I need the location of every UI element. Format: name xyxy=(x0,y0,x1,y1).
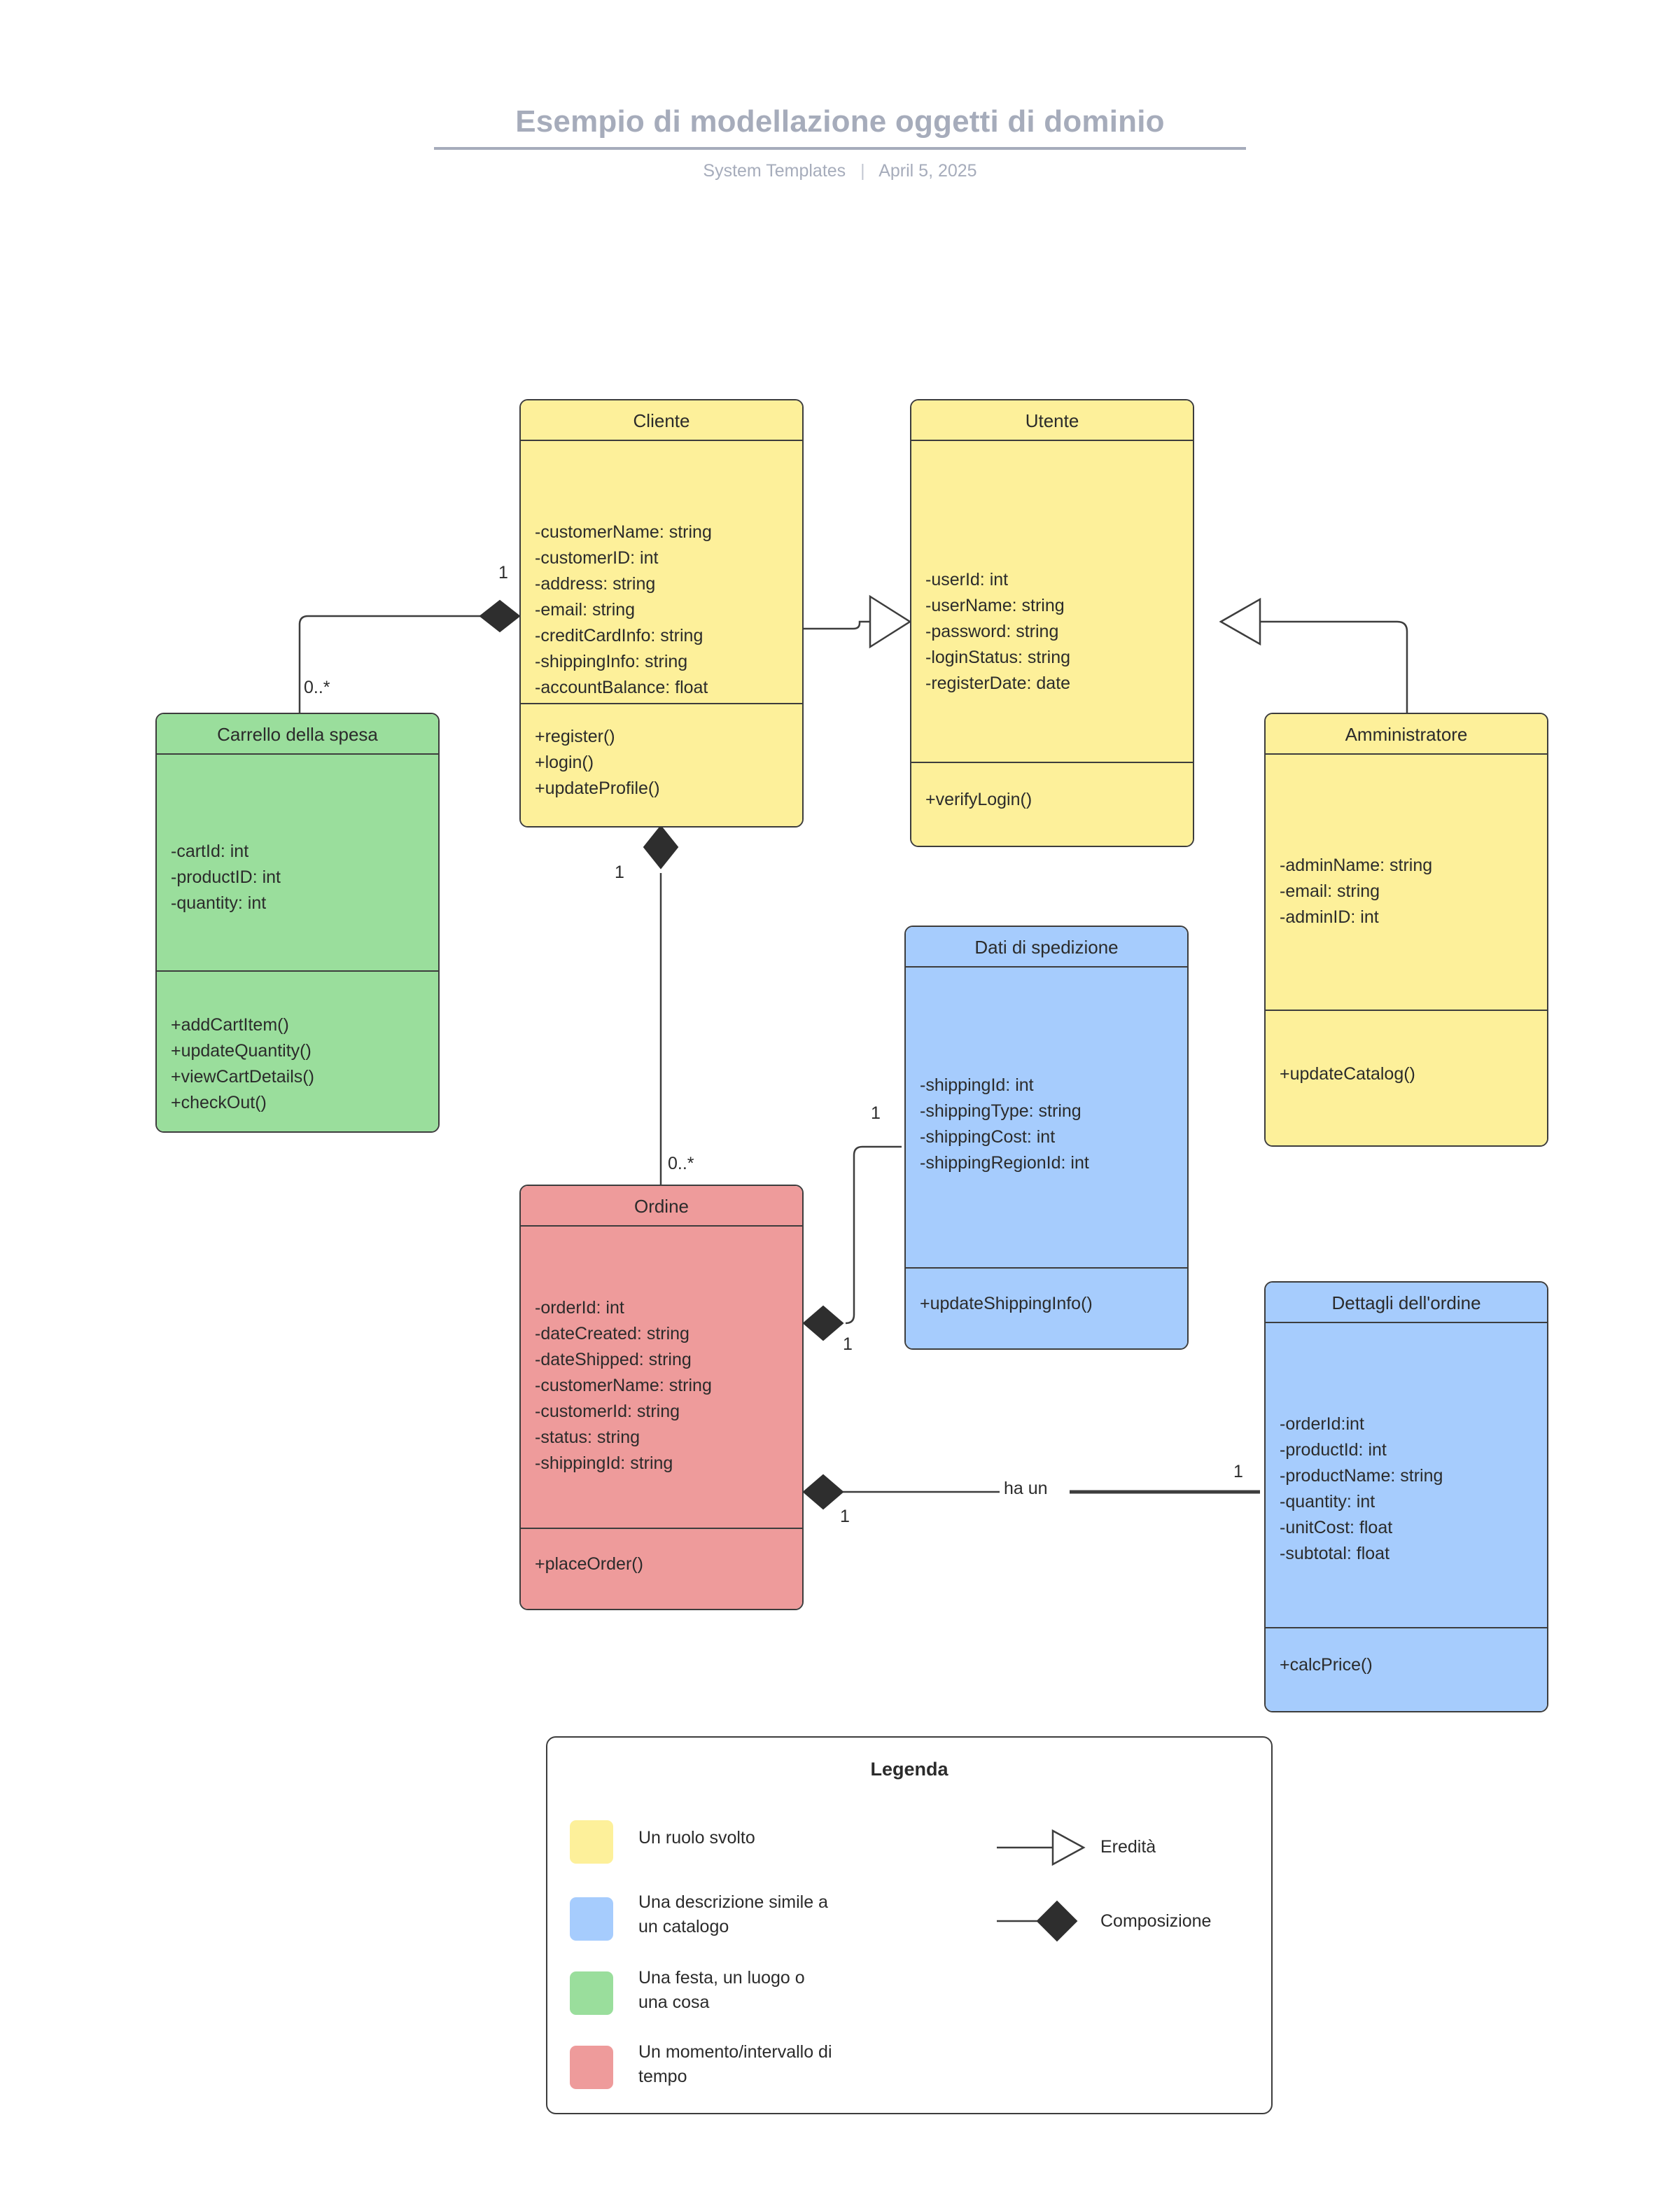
class-attributes-utente: -userId: int -userName: string -password… xyxy=(911,441,1193,763)
class-title-amministratore: Amministratore xyxy=(1266,714,1547,755)
legend-label-red: Un momento/intervallo di tempo xyxy=(638,2042,832,2086)
document-subtitle: System Templates | April 5, 2025 xyxy=(0,161,1680,181)
uml-class-dettagli-dell-ordine[interactable]: Dettagli dell'ordine -orderId:int -produ… xyxy=(1264,1281,1548,1712)
attribute-list: -shippingId: int -shippingType: string -… xyxy=(920,1075,1089,1173)
class-attributes-carrello: -cartId: int -productID: int -quantity: … xyxy=(157,755,438,972)
attribute-list: -cartId: int -productID: int -quantity: … xyxy=(171,842,281,913)
edge-label-ha-un: ha un xyxy=(1000,1479,1052,1499)
uml-class-carrello-della-spesa[interactable]: Carrello della spesa -cartId: int -produ… xyxy=(155,713,440,1133)
class-title-carrello: Carrello della spesa xyxy=(157,714,438,755)
legend-label-blue: Una descrizione simile a un catalogo xyxy=(638,1892,828,1936)
edge-cliente-carrello xyxy=(298,615,503,721)
inheritance-arrow-icon xyxy=(1219,597,1261,646)
edge-amministratore-utente xyxy=(1221,620,1408,713)
legend-swatch-yellow xyxy=(570,1820,613,1864)
attribute-list: -orderId: int -dateCreated: string -date… xyxy=(535,1298,712,1473)
class-title-utente: Utente xyxy=(911,400,1193,441)
operation-list: +updateCatalog() xyxy=(1280,1064,1415,1084)
title-divider xyxy=(434,147,1246,151)
class-operations-utente: +verifyLogin() xyxy=(911,763,1193,846)
multiplicity-cliente-carrello-target: 0..* xyxy=(304,678,330,697)
legend-swatch-red xyxy=(570,2046,613,2089)
class-attributes-dettagli: -orderId:int -productId: int -productNam… xyxy=(1266,1323,1547,1628)
attribute-list: -userId: int -userName: string -password… xyxy=(925,570,1071,693)
inheritance-arrow-icon xyxy=(1051,1829,1086,1866)
attribute-list: -adminName: string -email: string -admin… xyxy=(1280,856,1433,927)
multiplicity-ordine-spedizione-source: 1 xyxy=(843,1334,853,1354)
multiplicity-ordine-dettagli-target: 1 xyxy=(1233,1462,1243,1481)
class-operations-dettagli: +calcPrice() xyxy=(1266,1628,1547,1711)
multiplicity-cliente-ordine-source: 1 xyxy=(615,863,624,882)
uml-class-dati-di-spedizione[interactable]: Dati di spedizione -shippingId: int -shi… xyxy=(904,926,1189,1350)
legend-title: Legenda xyxy=(870,1759,948,1780)
document-header: Esempio di modellazione oggetti di domin… xyxy=(0,104,1680,181)
operation-list: +placeOrder() xyxy=(535,1554,643,1574)
class-operations-cliente: +register() +login() +updateProfile() xyxy=(521,704,802,826)
class-title-ordine: Ordine xyxy=(521,1186,802,1227)
class-attributes-ordine: -orderId: int -dateCreated: string -date… xyxy=(521,1227,802,1529)
multiplicity-cliente-ordine-target: 0..* xyxy=(668,1154,694,1173)
uml-class-cliente[interactable]: Cliente -customerName: string -customerI… xyxy=(519,399,804,828)
class-title-dettagli: Dettagli dell'ordine xyxy=(1266,1283,1547,1323)
class-operations-amministratore: +updateCatalog() xyxy=(1266,1011,1547,1145)
composition-diamond-icon xyxy=(802,1474,844,1510)
multiplicity-cliente-carrello-source: 1 xyxy=(498,563,508,582)
class-operations-carrello: +addCartItem() +updateQuantity() +viewCa… xyxy=(157,972,438,1131)
class-attributes-amministratore: -adminName: string -email: string -admin… xyxy=(1266,755,1547,1011)
legend-label-eredita: Eredità xyxy=(1100,1837,1156,1857)
inheritance-arrow-icon xyxy=(869,594,912,649)
multiplicity-ordine-dettagli-source: 1 xyxy=(840,1507,850,1526)
operation-list: +register() +login() +updateProfile() xyxy=(535,727,660,798)
document-date: April 5, 2025 xyxy=(878,161,977,181)
edge-ordine-spedizione xyxy=(845,1145,902,1325)
subtitle-separator: | xyxy=(860,161,865,181)
legend-label-yellow: Un ruolo svolto xyxy=(638,1828,755,1848)
uml-class-amministratore[interactable]: Amministratore -adminName: string -email… xyxy=(1264,713,1548,1147)
class-operations-spedizione: +updateShippingInfo() xyxy=(906,1269,1187,1348)
legend-panel: Legenda Un ruolo svolto Una descrizione … xyxy=(546,1736,1273,2114)
legend-label-composizione: Composizione xyxy=(1100,1911,1212,1931)
class-operations-ordine: +placeOrder() xyxy=(521,1529,802,1609)
operation-list: +addCartItem() +updateQuantity() +viewCa… xyxy=(171,1015,314,1112)
class-attributes-spedizione: -shippingId: int -shippingType: string -… xyxy=(906,968,1187,1269)
multiplicity-ordine-spedizione-target: 1 xyxy=(871,1103,881,1123)
composition-diamond-icon xyxy=(802,1305,844,1341)
legend-label-green: Una festa, un luogo o una cosa xyxy=(638,1968,805,2012)
attribute-list: -customerName: string -customerID: int -… xyxy=(535,522,712,697)
uml-class-utente[interactable]: Utente -userId: int -userName: string -p… xyxy=(910,399,1194,847)
document-author: System Templates xyxy=(703,161,846,181)
operation-list: +verifyLogin() xyxy=(925,790,1032,809)
edge-cliente-utente xyxy=(804,620,870,630)
page-title: Esempio di modellazione oggetti di domin… xyxy=(515,104,1165,139)
attribute-list: -orderId:int -productId: int -productNam… xyxy=(1280,1414,1443,1563)
operation-list: +updateShippingInfo() xyxy=(920,1294,1093,1313)
class-title-cliente: Cliente xyxy=(521,400,802,441)
class-attributes-cliente: -customerName: string -customerID: int -… xyxy=(521,441,802,704)
composition-diamond-icon xyxy=(643,825,679,870)
legend-swatch-blue xyxy=(570,1897,613,1941)
composition-diamond-icon xyxy=(1036,1900,1078,1942)
uml-class-ordine[interactable]: Ordine -orderId: int -dateCreated: strin… xyxy=(519,1185,804,1610)
class-title-spedizione: Dati di spedizione xyxy=(906,927,1187,968)
composition-diamond-icon xyxy=(479,599,521,633)
legend-swatch-green xyxy=(570,1971,613,2015)
operation-list: +calcPrice() xyxy=(1280,1655,1373,1675)
